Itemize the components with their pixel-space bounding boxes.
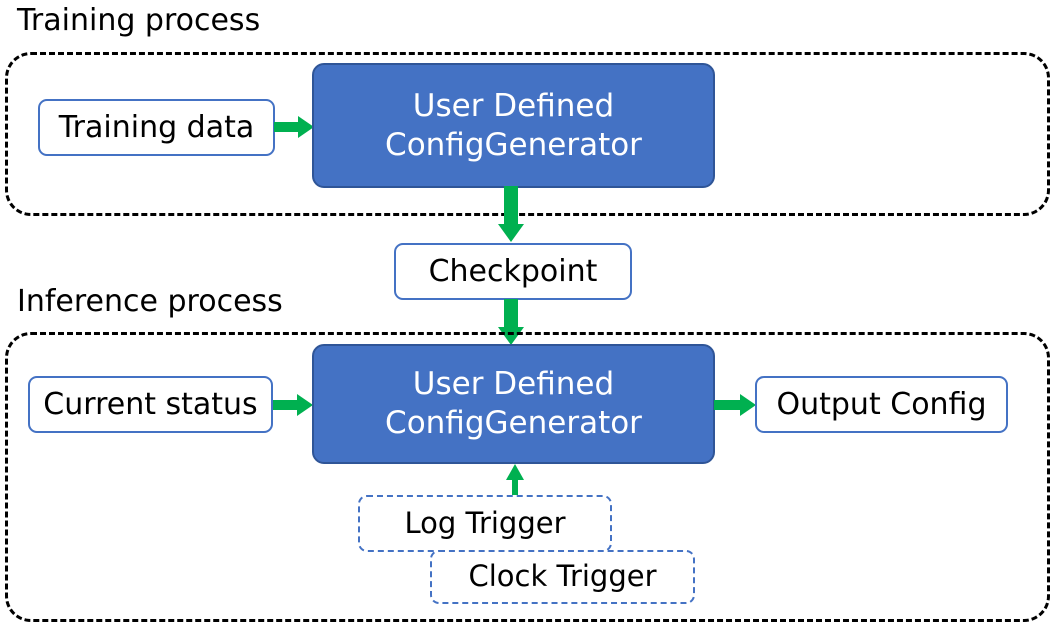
output-config-box[interactable]: Output Config xyxy=(755,376,1008,433)
arrow-training-generator-to-checkpoint xyxy=(498,186,530,244)
log-trigger-box[interactable]: Log Trigger xyxy=(358,495,612,552)
current-status-box[interactable]: Current status xyxy=(28,376,273,433)
inference-generator-line1: User Defined xyxy=(412,366,615,403)
training-process-title: Training process xyxy=(17,3,261,38)
training-generator-line1: User Defined xyxy=(412,87,615,124)
arrow-triggers-to-generator xyxy=(500,463,530,501)
training-config-generator-box[interactable]: User Defined ConfigGenerator xyxy=(312,63,715,188)
inference-config-generator-box[interactable]: User Defined ConfigGenerator xyxy=(312,344,715,464)
training-generator-line2: ConfigGenerator xyxy=(385,126,642,163)
inference-process-title: Inference process xyxy=(17,284,283,319)
checkpoint-box[interactable]: Checkpoint xyxy=(394,243,632,300)
inference-process-container xyxy=(5,332,1050,622)
arrow-current-status-to-generator xyxy=(273,391,315,419)
arrow-training-data-to-generator xyxy=(274,113,316,141)
clock-trigger-box[interactable]: Clock Trigger xyxy=(430,550,695,604)
training-process-container xyxy=(5,52,1050,216)
arrow-generator-to-output-config xyxy=(714,391,758,419)
training-data-box[interactable]: Training data xyxy=(38,99,275,156)
inference-generator-line2: ConfigGenerator xyxy=(385,405,642,441)
